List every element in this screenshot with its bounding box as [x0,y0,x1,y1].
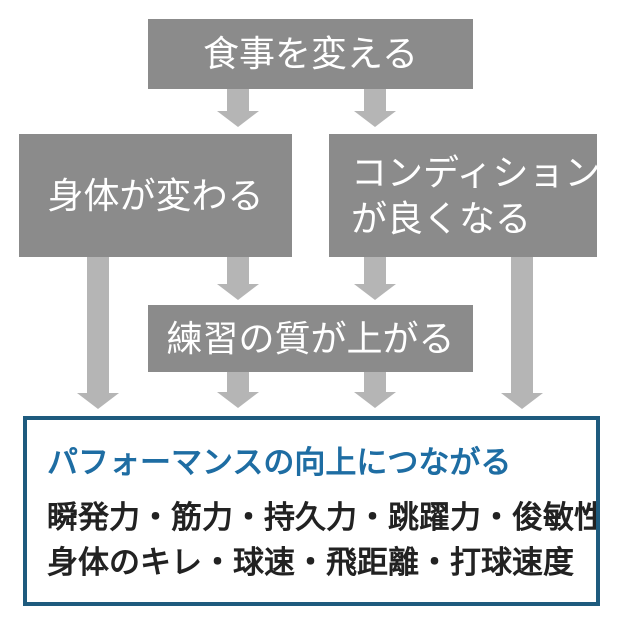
arrow-shaft [87,257,109,394]
arrow-shaft [364,372,386,393]
box-condition-improves-line2: が良くなる [351,197,532,239]
box-condition-improves-line1: コンディション [351,151,601,193]
arrow-head [217,392,259,408]
performance-detail-line-2: 身体のキレ・球速・飛距離・打球速度 [47,545,574,580]
performance-detail-line-1: 瞬発力・筋力・持久力・跳躍力・俊敏性 [47,500,600,535]
body-to-practice-arrow-icon [217,257,259,300]
box-body-changes-label: 身体が変わる [47,174,264,216]
practice-to-performance-left-arrow-icon [217,372,259,408]
arrow-shaft [511,257,533,394]
box-performance-result: パフォーマンスの向上につながる 瞬発力・筋力・持久力・跳躍力・俊敏性 身体のキレ… [23,416,600,606]
diet-to-condition-arrow-icon [354,89,396,127]
condition-to-practice-arrow-icon [354,257,396,300]
arrow-head [217,284,259,300]
box-body-changes: 身体が変わる [19,134,292,257]
arrow-shaft [227,89,249,112]
arrow-head [354,392,396,408]
box-practice-quality: 練習の質が上がる [148,305,473,372]
arrow-head [354,111,396,127]
body-to-performance-arrow-icon [77,257,119,409]
arrow-shaft [227,372,249,393]
condition-to-performance-arrow-icon [501,257,543,409]
arrow-shaft [364,257,386,285]
arrow-head [354,284,396,300]
practice-to-performance-right-arrow-icon [354,372,396,408]
diet-to-body-arrow-icon [217,89,259,127]
box-practice-quality-label: 練習の質が上がる [166,317,455,359]
box-change-diet: 食事を変える [148,19,473,89]
arrow-shaft [227,257,249,285]
performance-result-title: パフォーマンスの向上につながる [47,445,512,480]
arrow-head [501,393,543,409]
arrow-shaft [364,89,386,112]
box-change-diet-label: 食事を変える [203,33,418,75]
arrow-head [217,111,259,127]
box-condition-improves: コンディション が良くなる [329,134,601,257]
arrow-head [77,393,119,409]
